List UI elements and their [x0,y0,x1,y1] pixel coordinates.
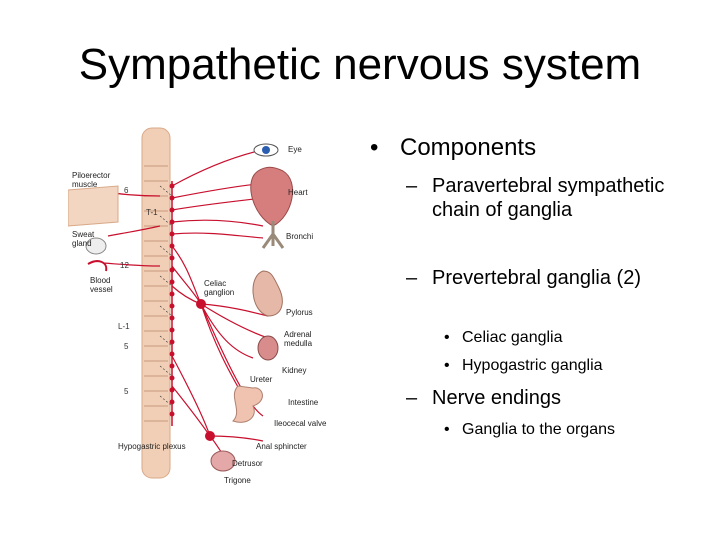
bronchi-organ [261,221,285,249]
heart-organ [250,166,293,227]
label-hypogastric: Hypogastric plexus [118,442,186,451]
bullet-text: Components [400,134,537,161]
label-bronchi: Bronchi [286,232,314,241]
subsub-text: Hypogastric ganglia [462,357,603,374]
vertebra-label-s5: 5 [124,387,129,396]
label-detrusor: Detrusor [232,459,263,468]
bullet-marker: • [444,357,450,374]
label-intestine: Intestine [288,398,319,407]
vertebra-label-t12: 12 [120,261,129,270]
vertebra-label-l5: 5 [124,342,129,351]
label-heart: Heart [288,188,308,197]
sweat-gland-organ [85,237,107,255]
chain-fibers [159,185,173,407]
sympathetic-anatomy-figure: 6 T-1 12 L-1 5 5 Eye Piloerector muscle … [68,126,330,486]
subbullet-text: Nerve endings [432,387,561,409]
intestine-organ [232,385,263,423]
kidney-organ [257,335,279,361]
label-blood: Blood vessel [90,276,113,294]
vertebra-label-l1: L-1 [118,322,130,331]
vertebra-label-t6: 6 [124,186,129,195]
vertebra-label-t1: T-1 [146,208,158,217]
label-kidney: Kidney [282,366,307,375]
bullet-marker: • [444,329,450,346]
subbullet-text: Paravertebral sympathetic chain of gangl… [432,175,665,221]
label-celiac: Celiac ganglion [204,279,235,297]
bullet-marker: • [444,421,450,438]
dash-marker: – [406,387,418,409]
blood-vessel-organ [87,260,108,272]
dash-marker: – [406,175,418,197]
bladder-organ [210,450,236,472]
label-trigone: Trigone [224,476,251,485]
label-pylorus: Pylorus [286,308,313,317]
subbullet-text: Prevertebral ganglia (2) [432,267,641,289]
label-piloerector: Piloerector muscle [72,171,111,189]
stomach-organ [252,270,283,317]
subsub-text: Ganglia to the organs [462,421,615,438]
bullet-marker: • [370,134,379,161]
skin-strip [68,185,119,227]
label-adrenal: Adrenal medulla [284,330,313,348]
dash-marker: – [406,267,418,289]
eye-iris [262,146,270,154]
anatomy-diagram [68,127,293,479]
label-sweat: Sweat gland [72,230,95,248]
label-ileocecal: Ileocecal valve [274,419,327,428]
subsub-text: Celiac ganglia [462,329,563,346]
label-anal: Anal sphincter [256,442,307,451]
slide-title: Sympathetic nervous system [78,40,642,89]
label-eye: Eye [288,145,302,154]
label-ureter: Ureter [250,375,273,384]
